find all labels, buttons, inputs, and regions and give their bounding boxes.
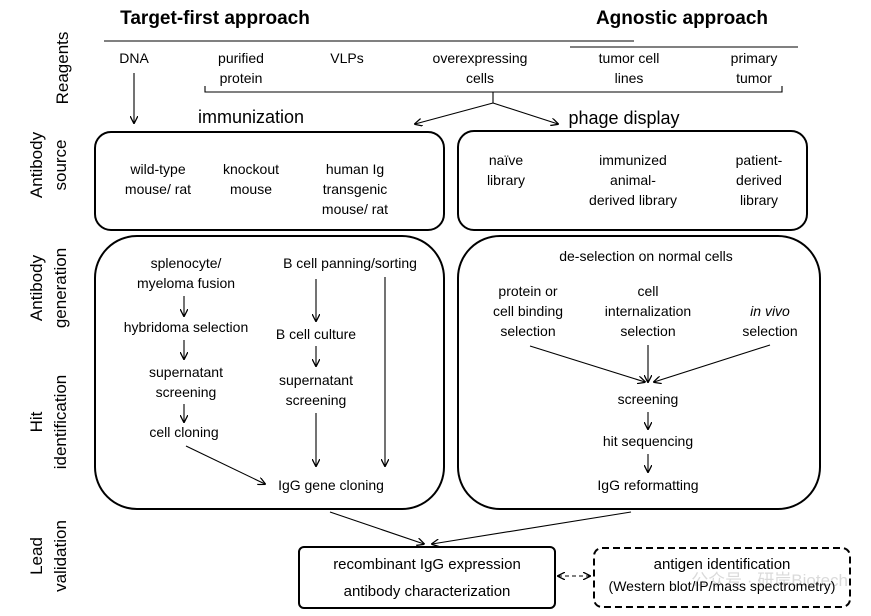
row-label-hit-identification: Hit identification <box>27 375 70 470</box>
source-patient-line3: library <box>740 192 778 208</box>
row-label-antibody-generation: Antibody generation <box>27 248 70 328</box>
source-human-ig-line1: human Ig <box>326 161 384 177</box>
source-knockout-line2: mouse <box>230 181 272 197</box>
gen-supernatant-a-line2: screening <box>156 384 217 400</box>
source-naive-line2: library <box>487 172 525 188</box>
source-patient-line2: derived <box>736 172 782 188</box>
source-immunized-line1: immunized <box>599 152 667 168</box>
phage-generation-box <box>457 235 821 510</box>
source-knockout-line1: knockout <box>223 161 279 177</box>
reagents-bracket <box>204 86 783 93</box>
gen-intern-sel-line1: cell <box>637 283 658 299</box>
gen-intern-sel-line3: selection <box>620 323 675 339</box>
reagent-tumor-cell-lines-line1: tumor cell <box>599 50 660 66</box>
source-patient-line1: patient- <box>736 152 783 168</box>
reagent-dna: DNA <box>119 50 149 66</box>
source-immunized-line3: derived library <box>589 192 677 208</box>
immunization-generation-box <box>94 235 445 510</box>
gen-screening: screening <box>618 391 679 407</box>
immunization-source-box <box>94 131 445 231</box>
row-label-antibody-generation-line1: Antibody <box>27 254 46 321</box>
reagent-purified-protein-line1: purified <box>218 50 264 66</box>
antigen-id-line1: antigen identification <box>654 556 791 573</box>
source-human-ig-line3: mouse/ rat <box>322 201 388 217</box>
arrow-to-immunization <box>415 102 494 124</box>
reagent-overexpressing-cells-line1: overexpressing <box>433 50 528 66</box>
phage-display-label: phage display <box>568 108 679 128</box>
arrow-left-to-lead <box>329 511 424 544</box>
row-label-antibody-source: Antibody source <box>27 131 70 198</box>
phage-source-box <box>457 130 808 231</box>
gen-deselection: de-selection on normal cells <box>559 248 733 264</box>
gen-invivo-sel-line2: selection <box>742 323 797 339</box>
gen-panning: B cell panning/sorting <box>283 255 417 271</box>
row-label-antibody-source-line1: Antibody <box>27 131 46 198</box>
row-label-antibody-generation-line2: generation <box>51 248 70 328</box>
source-human-ig-line2: transgenic <box>323 181 388 197</box>
gen-fusion-line2: myeloma fusion <box>137 275 235 291</box>
source-naive-line1: naïve <box>489 152 523 168</box>
lead-validation-box <box>298 546 556 609</box>
gen-protein-sel-line3: selection <box>500 323 555 339</box>
row-label-reagents: Reagents <box>53 32 72 105</box>
reagent-purified-protein-line2: protein <box>220 70 263 86</box>
reagent-primary-tumor-line2: tumor <box>736 70 772 86</box>
reagent-overexpressing-cells-line2: cells <box>466 70 494 86</box>
gen-igg-cloning: IgG gene cloning <box>278 477 384 493</box>
arrow-cloning-to-igg <box>185 445 265 484</box>
row-label-lead-validation-line1: Lead <box>27 537 46 575</box>
agnostic-header: Agnostic approach <box>596 8 768 29</box>
immunization-label: immunization <box>198 107 304 127</box>
gen-culture: B cell culture <box>276 326 356 342</box>
reagent-tumor-cell-lines-line2: lines <box>615 70 644 86</box>
row-label-hit-identification-line2: identification <box>51 375 70 470</box>
arrow-right-to-lead <box>432 511 632 544</box>
target-first-header: Target-first approach <box>120 8 310 29</box>
row-label-antibody-source-line2: source <box>51 139 70 190</box>
gen-igg-reformatting: IgG reformatting <box>597 477 698 493</box>
gen-protein-sel-line1: protein or <box>498 283 557 299</box>
source-wildtype-line1: wild-type <box>129 161 185 177</box>
reagent-primary-tumor-line1: primary <box>731 50 778 66</box>
source-immunized-line2: animal- <box>610 172 656 188</box>
gen-supernatant-b-line1: supernatant <box>279 372 353 388</box>
row-label-lead-validation: Lead validation <box>27 520 70 592</box>
gen-fusion-line1: splenocyte/ <box>151 255 222 271</box>
arrow-invivo-sel-to-screening <box>654 344 771 382</box>
lead-characterization: antibody characterization <box>344 583 511 600</box>
gen-supernatant-a-line1: supernatant <box>149 364 223 380</box>
gen-supernatant-b-line2: screening <box>286 392 347 408</box>
gen-hybridoma: hybridoma selection <box>124 319 249 335</box>
gen-cell-cloning: cell cloning <box>149 424 218 440</box>
reagent-vlps: VLPs <box>330 50 363 66</box>
gen-invivo-sel-line1: in vivo <box>750 303 790 319</box>
antigen-id-line2: (Western blot/IP/mass spectrometry) <box>609 578 836 594</box>
arrow-protein-sel-to-screening <box>529 345 645 382</box>
gen-intern-sel-line2: internalization <box>605 303 691 319</box>
row-label-hit-identification-line1: Hit <box>27 411 46 432</box>
watermark-text: 公众号 · 研岸Biotech <box>691 571 848 590</box>
gen-hit-sequencing: hit sequencing <box>603 433 693 449</box>
arrow-to-phage-display <box>492 102 558 124</box>
reagents-row: DNA purified protein VLPs overexpressing… <box>119 50 777 86</box>
gen-protein-sel-line2: cell binding <box>493 303 563 319</box>
lead-expression: recombinant IgG expression <box>333 556 521 573</box>
row-label-lead-validation-line2: validation <box>51 520 70 592</box>
source-wildtype-line2: mouse/ rat <box>125 181 191 197</box>
